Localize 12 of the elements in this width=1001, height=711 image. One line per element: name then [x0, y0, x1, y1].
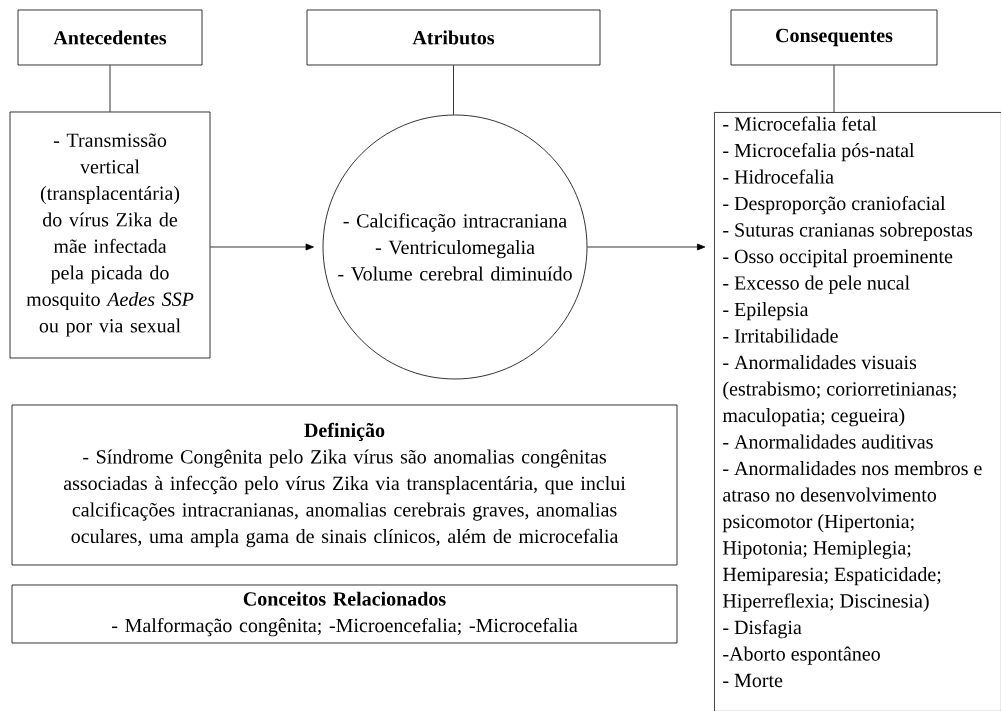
text-box: - Transmissão vertical (transplacentária) do vírus Zika de mãe infectada pela picada do mosquito Aedes SSP ou por via sexual — [9, 111, 211, 359]
heading-box: Antecedentes — [17, 9, 203, 66]
connector-line — [453, 65, 454, 115]
arrow — [210, 243, 314, 251]
heading-box: Atributos — [306, 9, 601, 66]
connector-line — [109, 65, 111, 112]
arrow — [587, 243, 706, 251]
connector-line — [833, 65, 835, 113]
text-box: Definição - Síndrome Congênita pelo Zika vírus são anomalias congênitas associadas à infecção pelo vírus Zika via transplacentária, que inclui calcificações intracranianas, anomalias cerebrais graves, anomalias oculares, uma ampla gama de sinais clínicos, além de microcefalia — [11, 404, 678, 566]
list-box: - Microcefalia fetal - Microcefalia pós-natal - Hidrocefalia - Desproporção craniofacial - Suturas cranianas sobrepostas - Osso occipital proeminente - Excesso de pele nucal - Epilepsia - Irritabilidade - Anormalidades visuais (estrabismo; coriorretinianas; maculopatia; cegueira) - Anormalidades auditivas - Anormalidades nos membros e atraso no desenvolvimento psicomotor (Hipertonia; Hipotonia; Hemiplegia; Hemiparesia; Espaticidade; Hiperreflexia; Discinesia) - Disfagia -Aborto espontâneo - Morte — [714, 112, 1001, 711]
text-box: Conceitos Relacionados - Malformação congênita; -Microencefalia; -Microcefalia — [11, 584, 678, 644]
heading-box: Consequentes — [730, 9, 938, 66]
